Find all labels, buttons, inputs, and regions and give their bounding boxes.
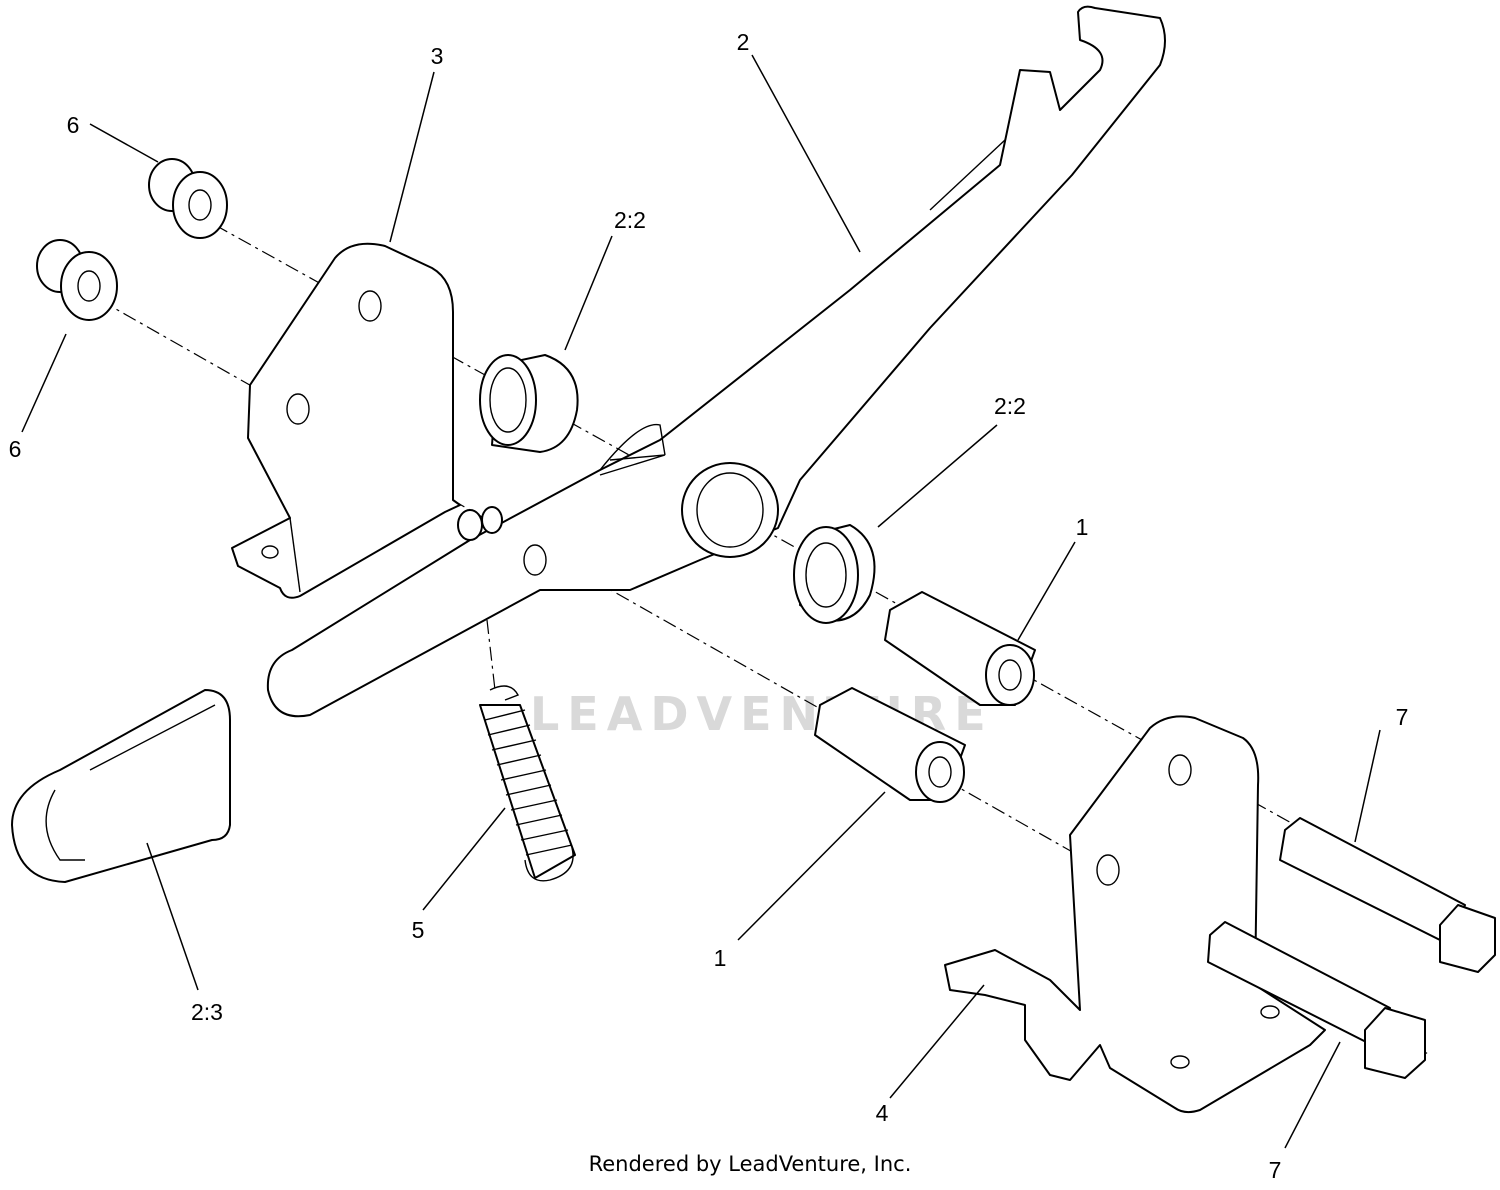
callout-1-upper: 1 <box>1076 514 1089 540</box>
grip <box>11 689 231 883</box>
callout-4: 4 <box>876 1100 889 1126</box>
lever <box>266 5 1166 718</box>
callout-7-lower: 7 <box>1269 1157 1282 1183</box>
callout-2-2-upper: 2:2 <box>614 207 646 233</box>
flange-nut-upper <box>148 158 228 239</box>
bushing-middle <box>793 524 876 624</box>
callout-6-upper: 6 <box>67 112 80 138</box>
callout-2-3: 2:3 <box>191 999 223 1025</box>
callout-2-2-middle: 2:2 <box>994 393 1026 419</box>
footer-credit: Rendered by LeadVenture, Inc. <box>588 1152 912 1176</box>
bushing-right-upper <box>884 591 1036 706</box>
callout-2: 2 <box>737 29 750 55</box>
callout-1-lower: 1 <box>714 945 727 971</box>
bolt-upper <box>1279 817 1496 973</box>
flange-nut-lower <box>36 239 118 321</box>
bolt-lower <box>1207 921 1426 1079</box>
callout-5: 5 <box>412 917 425 943</box>
bushing-upper <box>479 354 579 453</box>
spring <box>479 685 576 882</box>
bushing-right-lower <box>814 687 966 803</box>
bushing-lever-hub <box>681 462 779 558</box>
callout-6-lower: 6 <box>9 436 22 462</box>
leader-lines <box>21 54 1381 1149</box>
callout-3: 3 <box>431 43 444 69</box>
bracket-left <box>231 242 461 599</box>
callout-7-upper: 7 <box>1396 704 1409 730</box>
bracket-right <box>944 715 1326 1114</box>
callout-labels: 6 6 3 2:2 2 2:2 1 7 1 5 2:3 4 7 <box>9 29 1409 1183</box>
stud <box>457 506 503 541</box>
